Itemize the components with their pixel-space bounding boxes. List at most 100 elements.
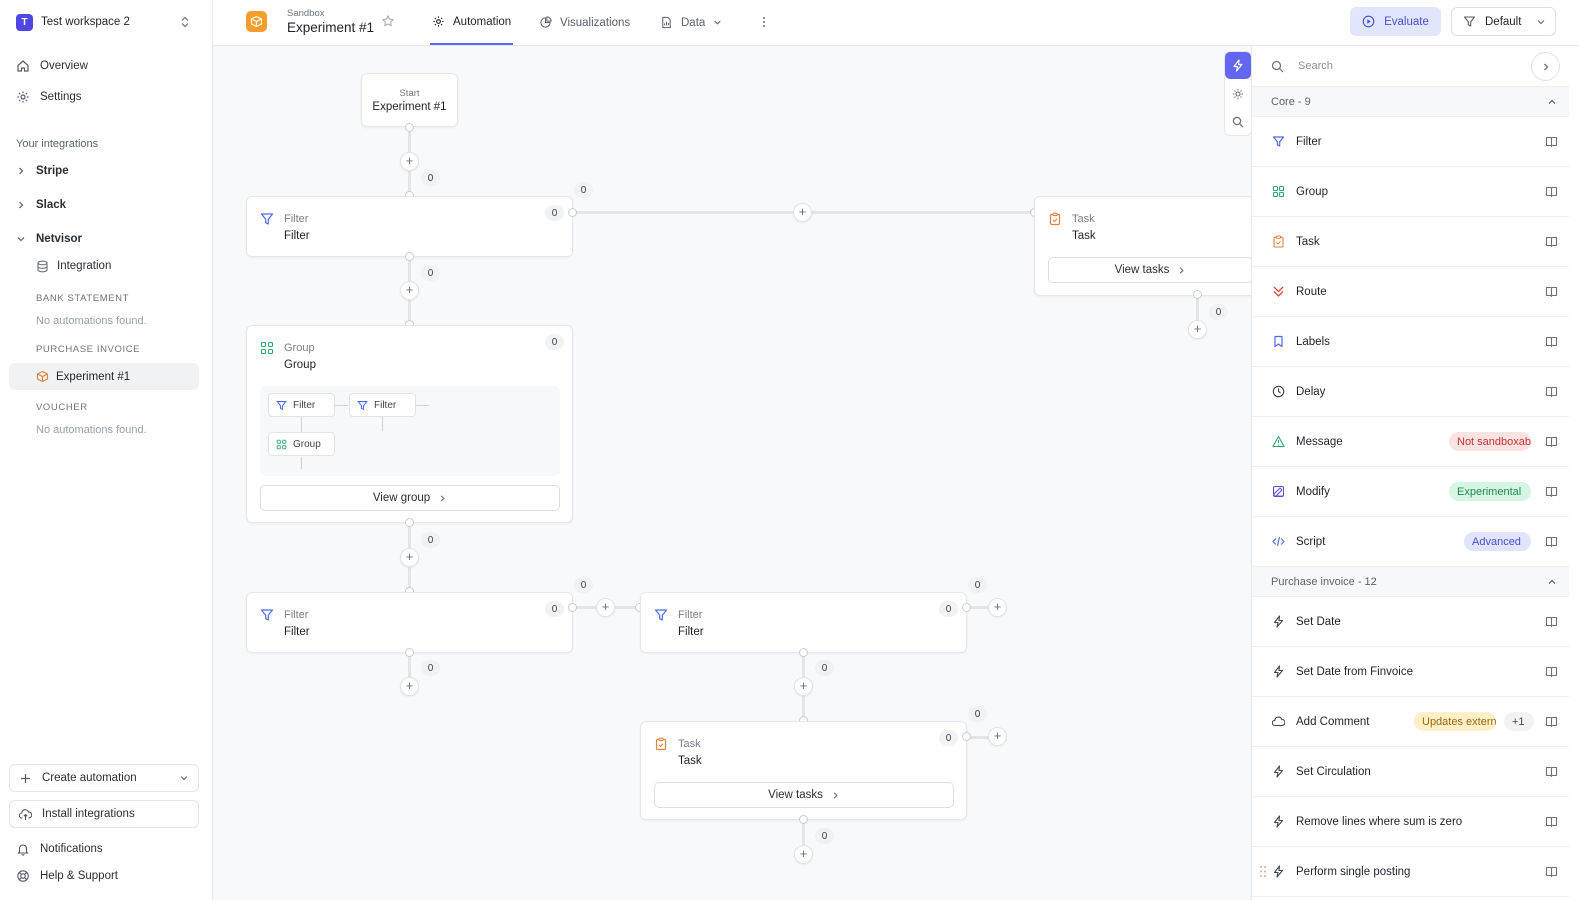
drag-handle-icon[interactable] bbox=[1259, 865, 1267, 878]
book-open-icon[interactable] bbox=[1545, 135, 1558, 148]
add-step-button[interactable]: + bbox=[400, 281, 419, 300]
connector-dot[interactable] bbox=[962, 603, 971, 612]
task-node[interactable]: Task Task 0 View tasks bbox=[640, 721, 967, 820]
add-step-button[interactable]: + bbox=[596, 598, 615, 617]
book-open-icon[interactable] bbox=[1545, 665, 1558, 678]
create-automation-button[interactable]: Create automation bbox=[9, 764, 199, 792]
step-group-header[interactable]: Core - 9 bbox=[1252, 87, 1569, 117]
step-item[interactable]: Labels bbox=[1252, 317, 1569, 367]
tab-visualizations[interactable]: Visualizations bbox=[539, 0, 630, 45]
step-item[interactable]: Set Date from Finvoice bbox=[1252, 647, 1569, 697]
book-open-icon[interactable] bbox=[1545, 285, 1558, 298]
nav-notifications[interactable]: Notifications bbox=[16, 840, 103, 858]
edge-count: 0 bbox=[815, 660, 834, 676]
filter-node[interactable]: Filter Filter 0 bbox=[640, 592, 967, 653]
task-node[interactable]: Task Task View tasks bbox=[1034, 196, 1251, 296]
connector-dot[interactable] bbox=[405, 252, 414, 261]
step-item-label: Filter bbox=[1296, 135, 1322, 148]
step-item[interactable]: Set Date bbox=[1252, 597, 1569, 647]
netvisor-integration-item[interactable]: Integration bbox=[36, 257, 111, 275]
filter-node[interactable]: Filter Filter 0 bbox=[246, 592, 573, 653]
book-open-icon[interactable] bbox=[1545, 235, 1558, 248]
add-step-button[interactable]: + bbox=[400, 677, 419, 696]
book-open-icon[interactable] bbox=[1545, 535, 1558, 548]
step-group-label: Purchase invoice - 12 bbox=[1271, 575, 1377, 588]
step-item[interactable]: Remove lines where sum is zero bbox=[1252, 797, 1569, 847]
automation-experiment-1[interactable]: Experiment #1 bbox=[9, 363, 199, 390]
quick-add-tool[interactable] bbox=[1225, 52, 1251, 79]
view-tasks-label: View tasks bbox=[1114, 264, 1170, 276]
evaluate-button[interactable]: Evaluate bbox=[1350, 7, 1441, 36]
preview-edge bbox=[334, 405, 348, 406]
install-integrations-button[interactable]: Install integrations bbox=[9, 800, 199, 828]
nav-help-support[interactable]: Help & Support bbox=[16, 867, 118, 885]
connector-dot[interactable] bbox=[405, 648, 414, 657]
view-group-button[interactable]: View group bbox=[260, 485, 560, 511]
breadcrumb[interactable]: Sandbox bbox=[287, 8, 325, 19]
book-open-icon[interactable] bbox=[1545, 385, 1558, 398]
start-node[interactable]: Start Experiment #1 bbox=[361, 73, 458, 127]
nav-overview[interactable]: Overview bbox=[16, 57, 88, 75]
add-step-button[interactable]: + bbox=[794, 845, 813, 864]
connector-dot[interactable] bbox=[799, 815, 808, 824]
automation-canvas[interactable]: Start Experiment #1 + 0 Filter Filter 0 … bbox=[213, 46, 1251, 900]
book-open-icon[interactable] bbox=[1545, 715, 1558, 728]
book-open-icon[interactable] bbox=[1545, 765, 1558, 778]
add-step-button[interactable]: + bbox=[988, 598, 1007, 617]
group-node[interactable]: Group Group 0 Filter Filter Group View g… bbox=[246, 325, 573, 523]
step-item[interactable]: Filter bbox=[1252, 117, 1569, 167]
nav-settings[interactable]: Settings bbox=[16, 88, 82, 106]
tab-automation[interactable]: Automation bbox=[430, 0, 514, 45]
connector-dot[interactable] bbox=[962, 732, 971, 741]
search-input[interactable]: Search bbox=[1298, 60, 1333, 72]
integration-slack[interactable]: Slack bbox=[16, 196, 66, 214]
collapse-panel-button[interactable] bbox=[1531, 52, 1560, 81]
book-open-icon[interactable] bbox=[1545, 185, 1558, 198]
step-item[interactable]: Perform single posting bbox=[1252, 847, 1569, 897]
connector-dot[interactable] bbox=[1193, 290, 1202, 299]
integration-netvisor[interactable]: Netvisor bbox=[16, 230, 82, 248]
book-open-icon[interactable] bbox=[1545, 615, 1558, 628]
search-tool[interactable] bbox=[1225, 108, 1251, 135]
view-tasks-button[interactable]: View tasks bbox=[654, 782, 954, 808]
step-item-label: Route bbox=[1296, 285, 1327, 298]
book-open-icon[interactable] bbox=[1545, 435, 1558, 448]
fit-view-tool[interactable] bbox=[1225, 80, 1251, 107]
step-item[interactable]: Route bbox=[1252, 267, 1569, 317]
view-tasks-button[interactable]: View tasks bbox=[1048, 257, 1251, 283]
connector-dot[interactable] bbox=[405, 123, 414, 132]
integration-stripe[interactable]: Stripe bbox=[16, 162, 69, 180]
more-vertical-icon[interactable] bbox=[757, 15, 771, 29]
focus-icon bbox=[1233, 88, 1243, 99]
add-step-button[interactable]: + bbox=[400, 548, 419, 567]
add-step-button[interactable]: + bbox=[793, 203, 812, 222]
tab-data[interactable]: Data bbox=[660, 0, 722, 45]
preset-select[interactable]: Default bbox=[1451, 7, 1556, 36]
add-step-button[interactable]: + bbox=[400, 152, 419, 171]
step-group-header[interactable]: Purchase invoice - 12 bbox=[1252, 567, 1569, 597]
step-item[interactable]: Delay bbox=[1252, 367, 1569, 417]
filter-node[interactable]: Filter Filter 0 bbox=[246, 196, 573, 257]
connector-dot[interactable] bbox=[568, 603, 577, 612]
book-open-icon[interactable] bbox=[1545, 335, 1558, 348]
step-item[interactable]: Set Circulation bbox=[1252, 747, 1569, 797]
nav-overview-label: Overview bbox=[40, 60, 88, 72]
book-open-icon[interactable] bbox=[1545, 865, 1558, 878]
connector-dot[interactable] bbox=[568, 208, 577, 217]
connector-dot[interactable] bbox=[799, 648, 808, 657]
step-item[interactable]: Task bbox=[1252, 217, 1569, 267]
workspace-switcher[interactable]: T Test workspace 2 bbox=[16, 13, 196, 31]
step-item[interactable]: Group bbox=[1252, 167, 1569, 217]
add-step-button[interactable]: + bbox=[1188, 320, 1207, 339]
book-open-icon[interactable] bbox=[1545, 485, 1558, 498]
add-step-button[interactable]: + bbox=[794, 677, 813, 696]
connector-dot[interactable] bbox=[405, 518, 414, 527]
book-open-icon[interactable] bbox=[1545, 815, 1558, 828]
add-step-button[interactable]: + bbox=[988, 727, 1007, 746]
star-icon[interactable] bbox=[381, 14, 395, 28]
chevron-up-icon bbox=[1548, 99, 1556, 104]
